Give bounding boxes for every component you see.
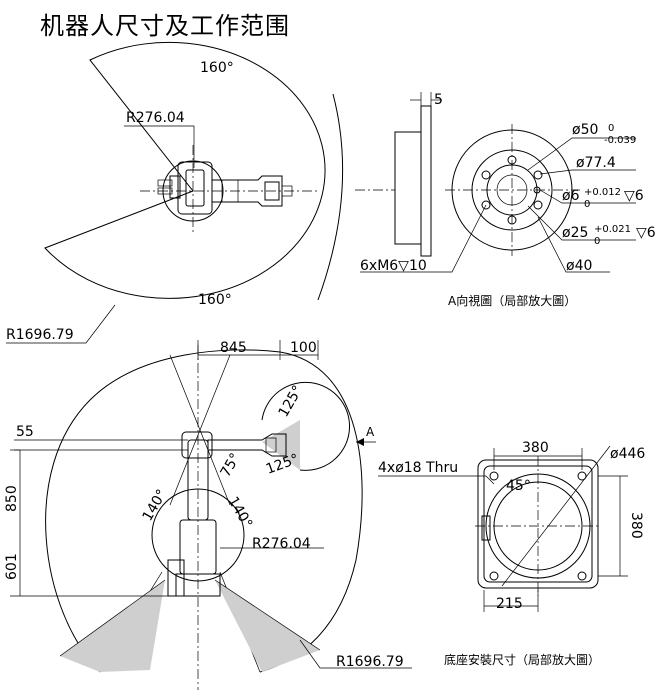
side-dim-601: 601 — [4, 553, 20, 580]
detail-d50-tol-lower: -0.039 — [604, 135, 636, 146]
base-dim-380-top: 380 — [522, 440, 549, 456]
base-caption: 底座安裝尺寸（局部放大圖） — [444, 652, 600, 667]
side-angle-140a: 140° — [140, 487, 171, 524]
top-angle-bottom-label: 160° — [198, 292, 232, 308]
side-radius-inner: R276.04 — [252, 536, 311, 552]
side-dim-850: 850 — [4, 485, 20, 512]
top-radius-inner-label: R276.04 — [126, 110, 185, 126]
detail-d6-tol-lower: 0 — [584, 199, 590, 210]
detail-offset-5: 5 — [434, 92, 443, 108]
side-dim-100: 100 — [290, 340, 317, 356]
base-view: 380 ø446 4xø18 Thru 45° 380 215 底座安裝尺寸（局… — [378, 440, 645, 667]
top-view-far-arc — [317, 93, 344, 301]
base-angle-45: 45° — [506, 478, 531, 494]
detail-threads: 6xM6▽10 — [360, 258, 427, 274]
detail-d50-tol-upper: 0 — [608, 123, 614, 134]
side-angle-125a: 125° — [276, 383, 307, 420]
side-angle-75: 75° — [218, 450, 244, 480]
detail-a-view: 5 ø50 0 -0.039 ø77.4 ø6 +0.012 0 ▽6 ø25 … — [355, 92, 656, 308]
base-dim-215: 215 — [496, 596, 523, 612]
detail-d25-tol-lower: 0 — [594, 236, 600, 247]
side-view-envelope — [45, 349, 363, 673]
side-angle-125b: 125° — [264, 451, 301, 478]
detail-d6-tol-upper: +0.012 — [584, 187, 621, 198]
detail-d6-depth: ▽6 — [624, 188, 644, 204]
detail-d77: ø77.4 — [576, 155, 616, 171]
detail-d25: ø25 — [562, 225, 588, 241]
side-angle-140b: 140° — [225, 494, 256, 531]
base-dim-446: ø446 — [610, 446, 645, 462]
detail-d25-depth: ▽6 — [636, 225, 656, 241]
detail-d6: ø6 — [562, 188, 580, 204]
detail-d40: ø40 — [566, 258, 592, 274]
page-title: 机器人尺寸及工作范围 — [40, 12, 290, 40]
detail-d25-tol-upper: +0.021 — [594, 224, 631, 235]
svg-text:ø50: ø50 — [572, 122, 598, 138]
top-view: R276.04 160° 160° R1696.79 — [6, 41, 344, 344]
base-holes: 4xø18 Thru — [378, 460, 458, 476]
base-dim-380-side: 380 — [628, 512, 644, 539]
detail-d50: ø50 — [572, 122, 598, 138]
top-angle-top-label: 160° — [200, 60, 234, 76]
top-view-envelope — [44, 41, 326, 299]
side-dim-845: 845 — [220, 340, 247, 356]
side-dim-55: 55 — [16, 424, 34, 440]
detail-a-caption: A向視圖（局部放大圖） — [448, 293, 576, 308]
side-radius-outer: R1696.79 — [336, 654, 404, 670]
side-arrow-label: A — [366, 425, 375, 439]
top-radius-outer-label: R1696.79 — [6, 327, 74, 343]
side-view: 845 100 55 850 601 125° 125° 75° 140° 14… — [4, 340, 412, 690]
